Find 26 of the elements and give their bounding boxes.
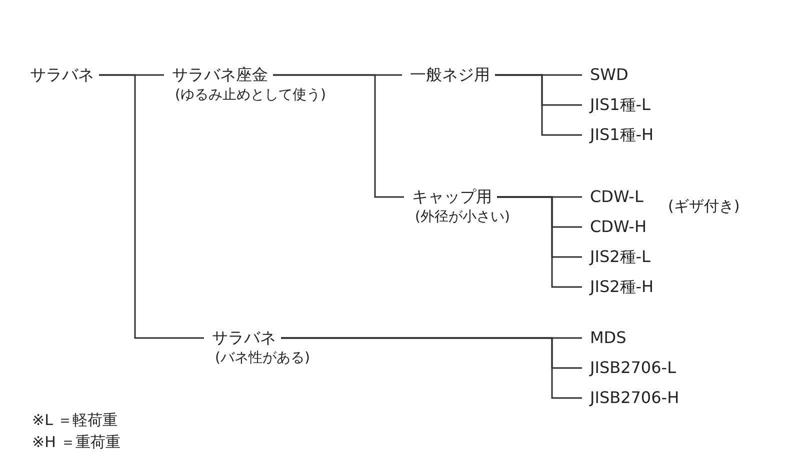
note-label: (外径が小さい) — [414, 208, 510, 227]
connector-line — [99, 74, 204, 339]
item-label: JISB2706-L — [590, 358, 676, 378]
note-label: (バネ性がある) — [214, 349, 310, 368]
item-label: SWD — [590, 65, 628, 85]
connector-line — [281, 337, 582, 399]
footnote: ※H ＝重荷重 — [32, 432, 121, 452]
connector-line — [495, 74, 582, 136]
item-label: MDS — [590, 328, 626, 348]
item-label: CDW-H — [590, 217, 646, 237]
footnote: ※L ＝軽荷重 — [32, 410, 118, 430]
item-label: JIS2種-L — [590, 247, 650, 267]
item-label: サラバネ — [30, 65, 94, 85]
connector-line — [497, 196, 582, 288]
note-label: (ゆるみ止めとして使う) — [174, 86, 326, 105]
heading-label: サラバネ座金 — [172, 65, 268, 85]
item-label: JISB2706-H — [590, 388, 680, 408]
item-label: CDW-L — [590, 187, 644, 207]
item-label: 一般ネジ用 — [410, 65, 490, 85]
heading-label: キャップ用 — [412, 187, 492, 207]
item-label: JIS1種-H — [590, 125, 654, 145]
connector-line — [273, 74, 404, 198]
note-label: (ギザ付き) — [668, 196, 740, 216]
item-label: JIS2種-H — [590, 277, 654, 297]
heading-label: サラバネ — [212, 328, 276, 348]
item-label: JIS1種-L — [590, 95, 650, 115]
